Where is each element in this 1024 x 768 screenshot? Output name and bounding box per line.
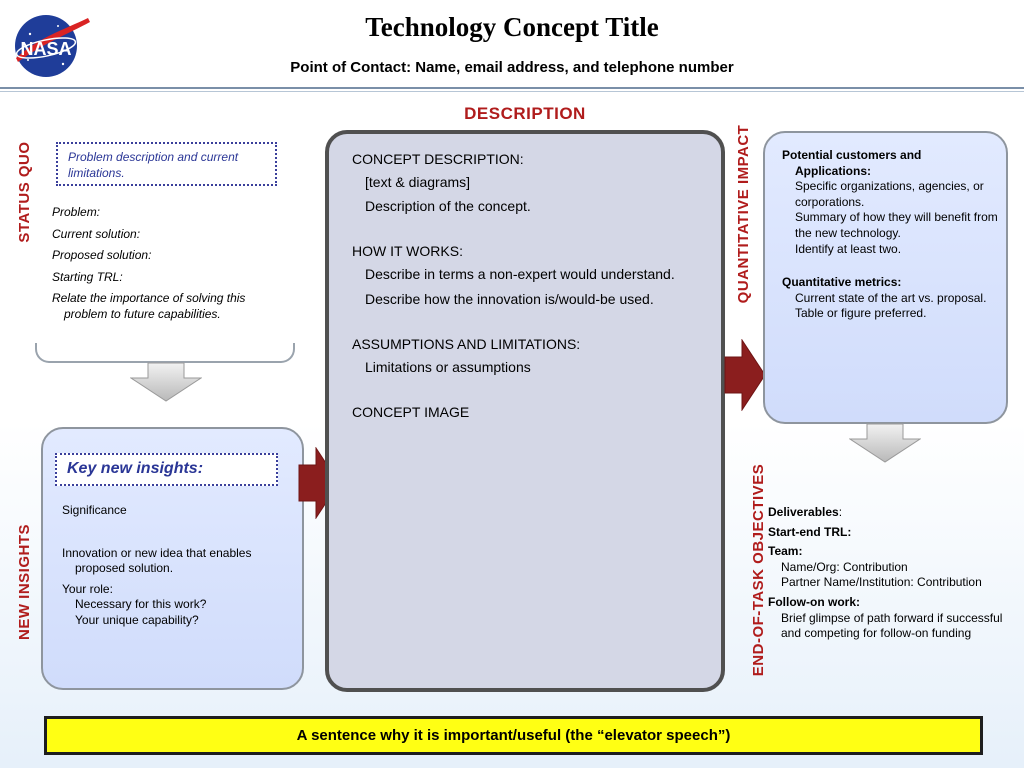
assumptions-item: Limitations or assumptions (365, 358, 531, 375)
importance-text: Relate the importance of solving this pr… (52, 291, 246, 321)
key-insights-title: Key new insights: (55, 453, 278, 486)
concept-item: [text & diagrams] (365, 174, 471, 190)
how-item: Describe in terms a non-expert would und… (365, 266, 675, 283)
deliverables-colon: : (838, 505, 843, 519)
concept-description-heading: CONCEPT DESCRIPTION: (352, 151, 524, 167)
team-line: Name/Org: Contribution (781, 559, 908, 574)
problem-description-box: Problem description and current limitati… (56, 142, 277, 186)
status-quo-label: STATUS QUO (16, 141, 33, 243)
customers-line: Specific organizations, agencies, or cor… (795, 179, 984, 209)
impact-body: Potential customers and Applications: Sp… (782, 148, 1000, 322)
follow-on-line: Brief glimpse of path forward if success… (781, 610, 1003, 641)
nasa-logo-text: NASA (20, 39, 71, 59)
status-quo-list: Problem: Current solution: Proposed solu… (52, 205, 292, 329)
current-solution-label: Current solution: (52, 226, 141, 241)
problem-label: Problem: (52, 205, 101, 219)
metrics-line: Table or figure preferred. (795, 306, 927, 321)
new-insights-label: NEW INSIGHTS (16, 524, 33, 641)
how-item: Describe how the innovation is/would-be … (365, 290, 654, 307)
concept-image-heading: CONCEPT IMAGE (352, 403, 470, 420)
metrics-line: Current state of the art vs. proposal. (795, 290, 987, 305)
innovation-text: Innovation or new idea that enables prop… (62, 545, 252, 576)
down-arrow-icon (848, 423, 922, 463)
proposed-solution-label: Proposed solution: (52, 248, 152, 263)
end-of-task-body: Deliverables: Start-end TRL: Team: Name/… (768, 505, 1008, 642)
customers-heading: Potential customers and Applications: (782, 148, 922, 178)
team-label: Team: (768, 544, 803, 559)
quantitative-impact-label: QUANTITATIVE IMPACT (735, 124, 752, 304)
deliverables-label: Deliverables (768, 505, 839, 519)
elevator-speech-banner: A sentence why it is important/useful (t… (44, 716, 983, 755)
right-arrow-icon (724, 338, 766, 412)
significance-text: Significance (62, 503, 127, 517)
metrics-heading: Quantitative metrics: (782, 275, 902, 290)
start-end-trl-label: Start-end TRL: (768, 524, 852, 539)
description-body: CONCEPT DESCRIPTION: [text & diagrams] D… (352, 151, 712, 426)
customers-line: Identify at least two. (795, 241, 902, 256)
concept-item: Description of the concept. (365, 198, 531, 215)
how-it-works-heading: HOW IT WORKS: (352, 243, 463, 260)
necessary-text: Necessary for this work? (75, 597, 207, 612)
quantitative-impact-panel (763, 131, 1008, 424)
team-line: Partner Name/Institution: Contribution (781, 575, 982, 590)
your-role-label: Your role: (62, 581, 113, 596)
end-of-task-label: END-OF-TASK OBJECTIVES (750, 463, 767, 677)
page-subtitle: Point of Contact: Name, email address, a… (290, 59, 734, 76)
insights-body: Significance Innovation or new idea that… (62, 503, 298, 629)
page-title: Technology Concept Title (365, 12, 659, 42)
follow-on-label: Follow-on work: (768, 594, 860, 609)
header-divider (0, 87, 1024, 89)
status-quo-bracket (35, 343, 295, 363)
nasa-logo: NASA (8, 8, 90, 78)
customers-line: Summary of how they will benefit from th… (795, 210, 998, 240)
starting-trl-label: Starting TRL: (52, 269, 123, 284)
down-arrow-icon (129, 362, 203, 402)
header-divider-thin (0, 91, 1024, 92)
assumptions-heading: ASSUMPTIONS AND LIMITATIONS: (352, 335, 581, 352)
unique-capability-text: Your unique capability? (75, 612, 199, 627)
description-panel (325, 130, 725, 692)
description-label: DESCRIPTION (464, 104, 586, 123)
